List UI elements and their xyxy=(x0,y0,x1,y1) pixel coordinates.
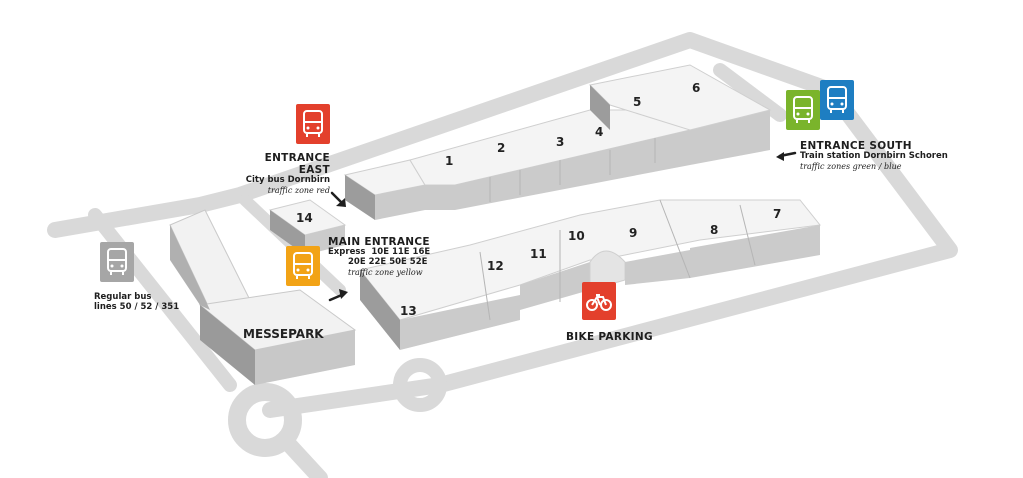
hall-label-9: 9 xyxy=(629,226,637,240)
hall-label-1: 1 xyxy=(445,154,453,168)
entrance-east-zone: traffic zone red xyxy=(267,185,330,195)
bus-icon-south xyxy=(786,90,820,130)
direction-arrows xyxy=(328,151,797,302)
hall-label-12: 12 xyxy=(487,259,504,273)
hall-label-3: 3 xyxy=(556,135,564,149)
bus-icon-regular xyxy=(100,242,134,282)
roundabout-large xyxy=(228,383,302,457)
bike-parking-label: BIKE PARKING xyxy=(566,331,653,343)
halls-north xyxy=(343,64,772,220)
main-entrance-label: MAIN ENTRANCE Express 10E 11E 16E 20E 22… xyxy=(328,236,430,277)
entrance-east-title: ENTRANCE EAST xyxy=(264,152,330,177)
bicycle-icon xyxy=(582,282,616,320)
main-entrance-title: MAIN ENTRANCE xyxy=(328,236,430,248)
hall-label-14: 14 xyxy=(296,211,313,225)
roundabout-small xyxy=(393,358,447,412)
hall-label-4: 4 xyxy=(595,125,603,139)
hall-label-2: 2 xyxy=(497,141,505,155)
messepark-building: MESSEPARK xyxy=(169,209,357,385)
train-icon-south xyxy=(820,80,854,120)
hall-label-11: 11 xyxy=(530,247,547,261)
entrance-south-zone: traffic zones green / blue xyxy=(800,161,902,171)
regular-bus-line1: Regular bus xyxy=(94,292,152,302)
hall-label-6: 6 xyxy=(692,81,700,95)
hall-numbers: 1 2 3 4 5 6 7 8 9 10 11 12 13 14 xyxy=(296,81,781,318)
arrow-east-icon xyxy=(330,191,346,207)
entrance-south-title: ENTRANCE SOUTH xyxy=(800,140,912,152)
halls-south xyxy=(359,199,821,350)
main-entrance-line2: 20E 22E 50E 52E xyxy=(348,256,428,267)
arrow-south-icon xyxy=(776,151,797,161)
entrance-east-label: ENTRANCE EAST City bus Dornbirn traffic … xyxy=(238,152,330,195)
regular-bus-label: Regular bus lines 50 / 52 / 351 xyxy=(94,292,180,313)
road-outer-ring xyxy=(47,32,958,418)
hall-label-13: 13 xyxy=(400,304,417,318)
messepark-label: MESSEPARK xyxy=(243,327,324,341)
entrance-east-subtitle: City bus Dornbirn xyxy=(245,175,330,186)
hall-label-8: 8 xyxy=(710,223,718,237)
entrance-south-subtitle: Train station Dornbirn Schoren xyxy=(800,151,948,162)
hall-label-7: 7 xyxy=(773,207,781,221)
hall-label-5: 5 xyxy=(633,95,641,109)
bike-parking-title: BIKE PARKING xyxy=(566,331,653,343)
main-entrance-line1: Express 10E 11E 16E xyxy=(328,247,431,258)
arrow-main-icon xyxy=(328,289,348,302)
road-spur-south xyxy=(713,63,787,122)
main-entrance-zone: traffic zone yellow xyxy=(348,267,423,277)
regular-bus-line2: lines 50 / 52 / 351 xyxy=(94,301,180,312)
bus-icon-east xyxy=(296,104,330,144)
bus-icon-main xyxy=(286,246,320,286)
entrance-south-label: ENTRANCE SOUTH Train station Dornbirn Sc… xyxy=(800,140,948,171)
hall-label-10: 10 xyxy=(568,229,585,243)
road-south-exit xyxy=(277,432,328,478)
